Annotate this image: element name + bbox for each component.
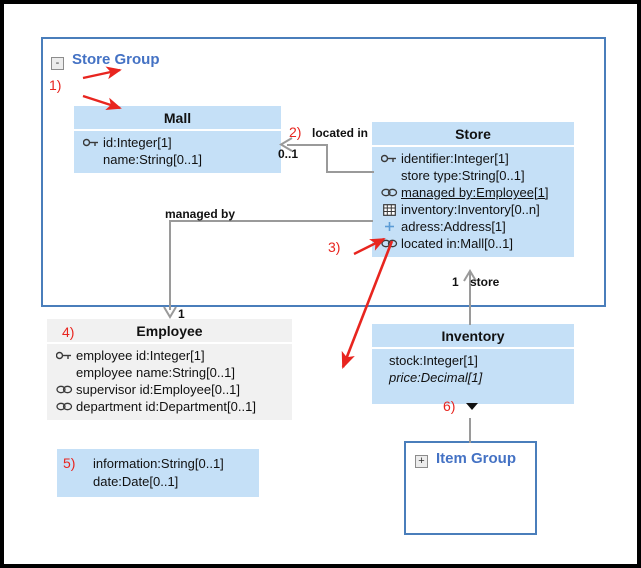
class-store[interactable]: Store identifier:Integer[1] store type:S… [372,122,574,257]
assoc-located-in-label: located in [312,126,369,140]
class-employee-title: Employee [47,319,292,344]
no-icon [380,169,398,183]
attribute-text: price:Decimal[1] [389,370,483,385]
link-icon [55,400,73,414]
class-mall-title: Mall [74,106,281,131]
class-store-title: Store [372,122,574,147]
no-icon [55,366,73,380]
attribute-row: supervisor id:Employee[0..1] [47,381,292,398]
assoc-located-in-segment [326,144,328,173]
item-group-expand-toggle[interactable]: + [415,455,428,468]
assoc-located-in-segment [326,171,374,173]
attribute-row: department id:Department[0..1] [47,398,292,415]
connector-inventory-item-group [469,418,471,443]
key-icon [55,349,73,363]
attribute-row: managed by:Employee[1] [372,184,574,201]
class-mall[interactable]: Mall id:Integer[1] name:String[0..1] [74,106,281,173]
class-mall-attributes: id:Integer[1] name:String[0..1] [74,131,281,173]
annotation-2-label: 2) [289,124,302,140]
attribute-text: supervisor id:Employee[0..1] [76,382,241,397]
annotation-5-label: 5) [63,455,76,471]
key-icon [82,136,100,150]
attribute-row: id:Integer[1] [74,134,281,151]
attribute-text: id:Integer[1] [103,135,172,150]
attribute-text: name:String[0..1] [103,152,202,167]
attribute-row: inventory:Inventory[0..n] [372,201,574,218]
package-store-group[interactable] [41,37,606,307]
attribute-text: employee name:String[0..1] [76,365,235,380]
annotation-4-label: 4) [62,324,75,340]
assoc-store-role: store [470,275,500,289]
attribute-row: store type:String[0..1] [372,167,574,184]
attribute-text: employee id:Integer[1] [76,348,205,363]
class-inventory-attributes: stock:Integer[1] price:Decimal[1] [372,349,574,404]
assoc-managed-by-segment [169,220,171,310]
attribute-row: employee name:String[0..1] [47,364,292,381]
assoc-located-in-arrowhead [279,137,293,152]
annotation-1-label: 1) [49,77,62,93]
annotation-3-label: 3) [328,239,341,255]
attribute-row: adress:Address[1] [372,218,574,235]
package-title: Store Group [72,51,160,68]
assoc-managed-by-segment [169,220,373,222]
attribute-row: price:Decimal[1] [372,369,574,386]
key-icon [380,152,398,166]
attribute-text: located in:Mall[0..1] [401,236,514,251]
attribute-row: employee id:Integer[1] [47,347,292,364]
attribute-text: department id:Department[0..1] [76,399,256,414]
note-line: information:String[0..1] [93,456,224,471]
assoc-store-segment [469,272,471,325]
annotation-6-label: 6) [443,398,456,414]
assoc-located-in-multiplicity: 0..1 [278,147,299,161]
assoc-store-multiplicity: 1 [452,275,459,289]
attribute-text: adress:Address[1] [401,219,506,234]
assoc-located-in-segment [287,144,328,146]
annotation-3-arrows [341,237,394,369]
attribute-row: name:String[0..1] [74,151,281,168]
attribute-row: identifier:Integer[1] [372,150,574,167]
assoc-managed-by-arrowhead [163,306,177,319]
plus-icon [380,220,398,234]
item-group-title: Item Group [436,450,517,467]
expand-members-triangle-icon[interactable] [466,403,478,410]
attribute-text: store type:String[0..1] [401,168,525,183]
package-collapse-toggle[interactable]: - [51,57,64,70]
class-store-attributes: identifier:Integer[1] store type:String[… [372,147,574,257]
annotation-1-arrows [82,66,122,111]
attribute-text: managed by:Employee[1] [401,185,549,200]
attribute-row: stock:Integer[1] [372,352,574,369]
no-icon [82,153,100,167]
attribute-text: inventory:Inventory[0..n] [401,202,540,217]
assoc-managed-by-multiplicity: 1 [178,307,185,321]
class-inventory[interactable]: Inventory stock:Integer[1] price:Decimal… [372,324,574,404]
note-box-information[interactable]: information:String[0..1] date:Date[0..1] [57,449,259,497]
table-icon [380,203,398,217]
attribute-text: stock:Integer[1] [389,353,478,368]
class-employee[interactable]: Employee employee id:Integer[1] employee… [47,319,292,420]
assoc-managed-by-label: managed by [165,207,236,221]
assoc-store-arrowhead [463,269,477,282]
note-line: date:Date[0..1] [93,474,179,489]
link-icon [380,186,398,200]
class-employee-attributes: employee id:Integer[1] employee name:Str… [47,344,292,420]
link-icon [55,383,73,397]
class-inventory-title: Inventory [372,324,574,349]
attribute-text: identifier:Integer[1] [401,151,509,166]
